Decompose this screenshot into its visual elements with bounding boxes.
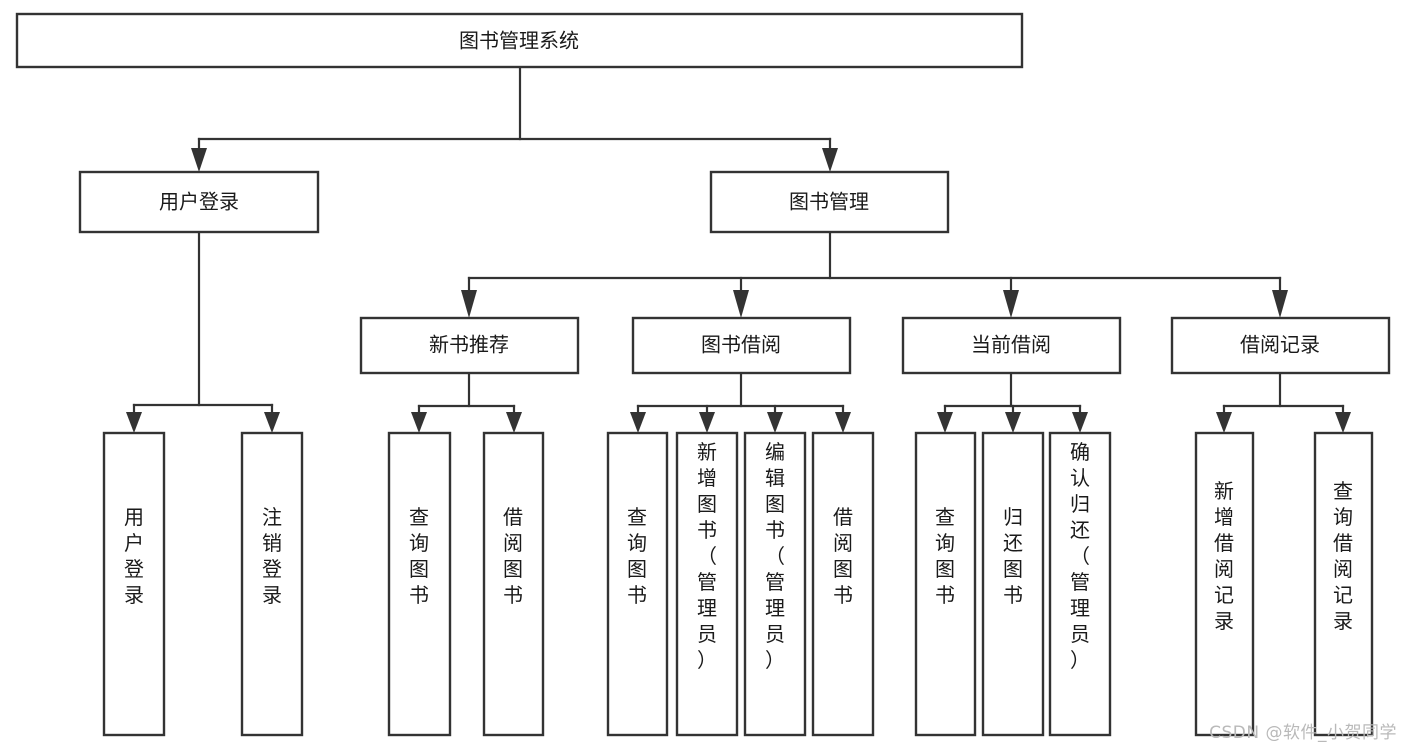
- node-borrow-record-label: 借阅记录: [1240, 333, 1320, 357]
- node-leaf-add-book-admin-label: 新增图书（管理员）: [697, 440, 717, 672]
- node-root[interactable]: 图书管理系统: [15, 12, 1024, 69]
- arrowhead-leaf-user-logout: [264, 412, 280, 433]
- node-leaf-add-book-admin-rect[interactable]: [675, 431, 739, 737]
- node-leaf-user-login-rect[interactable]: [102, 431, 166, 737]
- arrowhead-leaf-return-book: [1005, 412, 1021, 433]
- node-leaf-edit-book-admin-label: 编辑图书（管理员）: [765, 440, 785, 672]
- node-leaf-query-book-rec[interactable]: 查询图书: [387, 431, 452, 737]
- node-leaf-edit-book-admin-rect[interactable]: [743, 431, 807, 737]
- node-leaf-return-book-label: 归还图书: [1003, 505, 1023, 607]
- arrowhead-user-login: [191, 148, 207, 172]
- node-current-borrow-rect[interactable]: [901, 316, 1122, 375]
- arrowhead-borrow-record: [1272, 290, 1288, 318]
- node-leaf-edit-book-admin[interactable]: 编辑图书（管理员）: [743, 431, 807, 737]
- node-leaf-query-book-borrow-label: 查询图书: [627, 505, 647, 607]
- node-book-borrow-rect[interactable]: [631, 316, 852, 375]
- node-current-borrow-label: 当前借阅: [971, 333, 1051, 357]
- node-leaf-query-borrow-record-label: 查询借阅记录: [1333, 479, 1353, 633]
- node-book-borrow[interactable]: 图书借阅: [631, 316, 852, 375]
- node-leaf-query-book-rec-label: 查询图书: [409, 505, 429, 607]
- connector-layer: [126, 65, 1351, 433]
- node-leaf-borrow-book-rec-rect[interactable]: [482, 431, 545, 737]
- node-leaf-borrow-book[interactable]: 借阅图书: [811, 431, 875, 737]
- node-user-login-label: 用户登录: [159, 190, 239, 214]
- node-leaf-query-borrow-record-rect[interactable]: [1313, 431, 1374, 737]
- node-layer: 图书管理系统 用户登录 图书管理 新书推荐 图书借阅 当前: [15, 12, 1391, 737]
- node-leaf-query-book-current-label: 查询图书: [935, 505, 955, 607]
- node-leaf-user-login[interactable]: 用户登录: [102, 431, 166, 737]
- node-leaf-user-logout-label: 注销登录: [262, 505, 282, 607]
- node-leaf-borrow-book-label: 借阅图书: [833, 505, 853, 607]
- node-new-book-recommend[interactable]: 新书推荐: [359, 316, 580, 375]
- node-leaf-return-book-rect[interactable]: [981, 431, 1045, 737]
- node-leaf-add-borrow-record-label: 新增借阅记录: [1214, 479, 1234, 633]
- node-leaf-add-borrow-record-rect[interactable]: [1194, 431, 1255, 737]
- node-leaf-user-logout[interactable]: 注销登录: [240, 431, 304, 737]
- node-leaf-return-book[interactable]: 归还图书: [981, 431, 1045, 737]
- node-leaf-add-borrow-record[interactable]: 新增借阅记录: [1194, 431, 1255, 737]
- arrowhead-leaf-query-book-rec: [411, 412, 427, 433]
- arrowhead-leaf-query-borrow-record: [1335, 412, 1351, 433]
- node-leaf-confirm-return-admin-label: 确认归还（管理员）: [1070, 440, 1090, 672]
- arrowhead-new-book-recommend: [461, 290, 477, 318]
- node-user-login[interactable]: 用户登录: [78, 170, 320, 234]
- node-leaf-borrow-book-rec-label: 借阅图书: [503, 505, 523, 607]
- node-book-borrow-label: 图书借阅: [701, 333, 781, 357]
- node-book-manage-rect[interactable]: [709, 170, 950, 234]
- node-leaf-add-book-admin[interactable]: 新增图书（管理员）: [675, 431, 739, 737]
- node-new-book-recommend-rect[interactable]: [359, 316, 580, 375]
- node-new-book-recommend-label: 新书推荐: [429, 333, 509, 357]
- arrowhead-book-borrow: [733, 290, 749, 318]
- arrowhead-leaf-borrow-book: [835, 412, 851, 433]
- node-leaf-query-book-borrow-rect[interactable]: [606, 431, 669, 737]
- node-leaf-confirm-return-admin-rect[interactable]: [1048, 431, 1112, 737]
- node-user-login-rect[interactable]: [78, 170, 320, 234]
- arrowhead-leaf-user-login: [126, 412, 142, 433]
- node-leaf-query-borrow-record[interactable]: 查询借阅记录: [1313, 431, 1374, 737]
- node-book-manage-label: 图书管理: [789, 190, 869, 214]
- arrowhead-leaf-edit-book-admin: [767, 412, 783, 433]
- arrowhead-leaf-add-borrow-record: [1216, 412, 1232, 433]
- arrowhead-current-borrow: [1003, 290, 1019, 318]
- node-leaf-borrow-book-rect[interactable]: [811, 431, 875, 737]
- node-leaf-user-login-label: 用户登录: [124, 505, 144, 607]
- arrowhead-leaf-borrow-book-rec: [506, 412, 522, 433]
- node-leaf-query-book-current-rect[interactable]: [914, 431, 977, 737]
- node-leaf-borrow-book-rec[interactable]: 借阅图书: [482, 431, 545, 737]
- node-leaf-query-book-current[interactable]: 查询图书: [914, 431, 977, 737]
- arrowhead-book-manage: [822, 148, 838, 172]
- node-book-manage[interactable]: 图书管理: [709, 170, 950, 234]
- arrowhead-leaf-query-book-current: [937, 412, 953, 433]
- arrowhead-leaf-add-book-admin: [699, 412, 715, 433]
- node-leaf-query-book-rec-rect[interactable]: [387, 431, 452, 737]
- node-current-borrow[interactable]: 当前借阅: [901, 316, 1122, 375]
- node-root-label: 图书管理系统: [459, 29, 579, 53]
- arrowhead-leaf-confirm-return-admin: [1072, 412, 1088, 433]
- node-leaf-query-book-borrow[interactable]: 查询图书: [606, 431, 669, 737]
- node-leaf-user-logout-rect[interactable]: [240, 431, 304, 737]
- node-root-rect[interactable]: [15, 12, 1024, 69]
- node-borrow-record-rect[interactable]: [1170, 316, 1391, 375]
- arrowhead-leaf-query-book-borrow: [630, 412, 646, 433]
- node-borrow-record[interactable]: 借阅记录: [1170, 316, 1391, 375]
- node-leaf-confirm-return-admin[interactable]: 确认归还（管理员）: [1048, 431, 1112, 737]
